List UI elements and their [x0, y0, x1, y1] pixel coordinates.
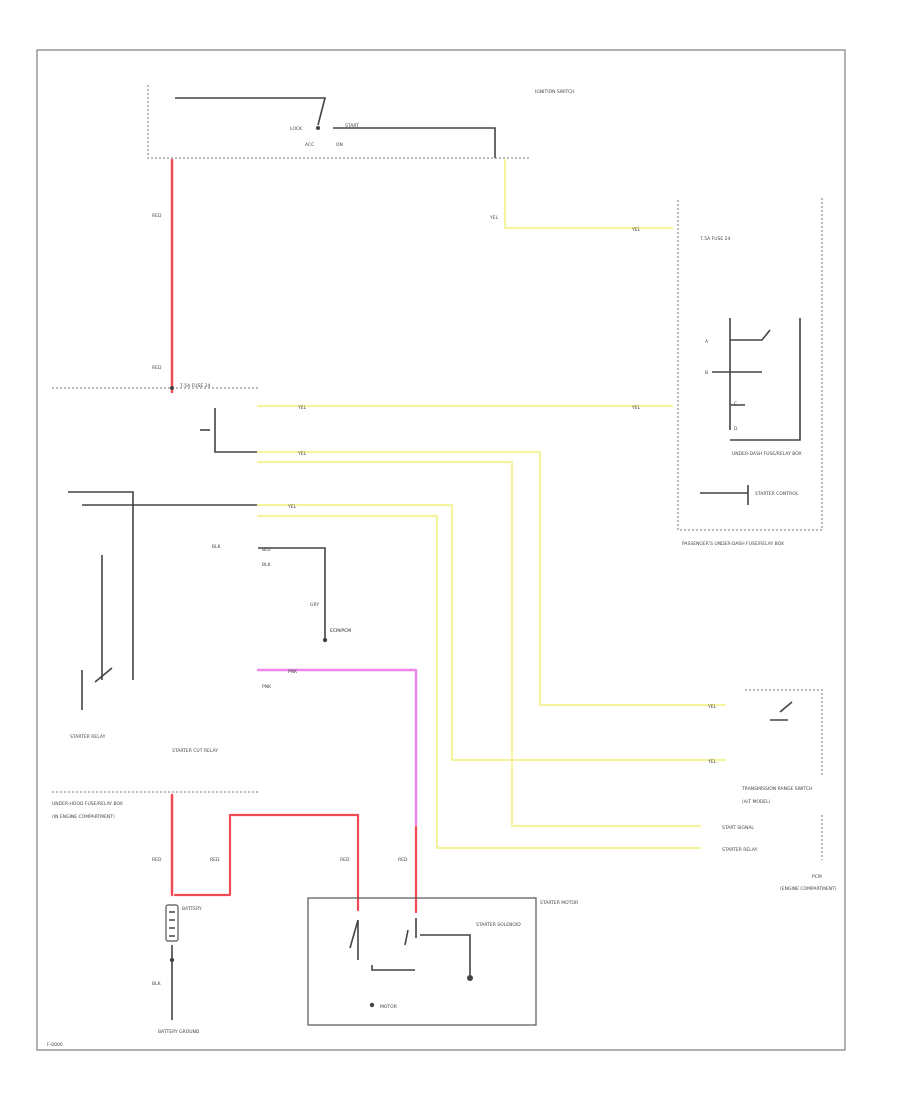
ignition-contact-lock: LOCK [290, 126, 303, 132]
starter-title: STARTER MOTOR [540, 900, 578, 906]
trans-range-boundary [745, 689, 823, 775]
wire-label-red-mid: RED [152, 365, 162, 371]
starter-internal [349, 918, 471, 975]
start-relay-title: STARTER RELAY [70, 734, 106, 740]
yellow-wire-pcm-relay [256, 514, 702, 850]
underhood-title: UNDER-HOOD FUSE/RELAY BOX [52, 801, 123, 807]
passenger-ecu-label: STARTER CONTROL [755, 491, 799, 497]
blu-wire-label-a: BLU [262, 547, 271, 553]
ignition-switch-boundary [147, 85, 530, 159]
pcm-sub: (ENGINE COMPARTMENT) [780, 886, 837, 892]
blk-wire-label-b: BLK [262, 562, 272, 568]
pcm: START SIGNAL STARTER RELAY PCM (ENGINE C… [722, 815, 837, 892]
wire-label-red-starter-a: RED [210, 857, 220, 863]
red-wire-starter-b-terminal [173, 813, 360, 912]
yellow-wire-to-trans-range [256, 450, 727, 707]
ignition-switch: LOCK ACC ON START IGNITION SWITCH [147, 85, 575, 159]
wire-label-yel-f: YEL [287, 504, 297, 510]
trans-range-title: TRANSMISSION RANGE SWITCH [741, 786, 812, 792]
wire-label-yel-g: YEL [707, 704, 717, 710]
ignition-switch-title: IGNITION SWITCH [535, 89, 575, 95]
wire-label-yel-e: YEL [297, 451, 307, 457]
ignition-switch-contact [316, 126, 320, 130]
ignition-contact-acc: ACC [305, 142, 314, 148]
black-relay-switch [81, 667, 113, 710]
trans-range-contact [770, 701, 793, 721]
diagram-frame [36, 49, 846, 1051]
starter-cut-relay-block: 7.5A FUSE 24 STARTER RELAY BLK BLU BLK G… [52, 383, 351, 820]
wire-label-yel-a: YEL [489, 215, 499, 221]
starter-ground [369, 1002, 375, 1008]
starter-box [307, 897, 537, 1026]
passenger-fusebox-boundary [677, 196, 823, 531]
starter-solenoid-label: STARTER SOLENOID [476, 922, 521, 928]
wire-label-yel-d: YEL [631, 405, 641, 411]
battery-ground-title: BATTERY GROUND [158, 1029, 200, 1035]
blk-wire-label-a: BLK [212, 544, 222, 550]
black-relay-coil-return [68, 491, 134, 680]
passenger-ecu-line [700, 485, 749, 505]
ignition-contact-on: ON [336, 142, 343, 148]
starter-motor-label: MOTOR [380, 1004, 397, 1010]
yellow-wire-start-signal [256, 460, 702, 828]
starter-cut-relay-title: STARTER CUT RELAY [172, 748, 218, 754]
wire-label-red-starter-b: RED [340, 857, 350, 863]
passenger-fusebox-sub: PASSENGER'S UNDER-DASH FUSE/RELAY BOX [682, 541, 784, 547]
yellow-wires: YEL YEL YEL YEL YEL YEL YEL YEL [256, 158, 727, 850]
battery: BATTERY BLK BATTERY GROUND [152, 904, 202, 1035]
wire-label-pnk-a: PNK [288, 669, 298, 675]
wire-label-yel-b: YEL [631, 227, 641, 233]
ecm-title: ECM/PCM [330, 628, 351, 634]
passenger-relay-title: UNDER-DASH FUSE/RELAY BOX [732, 451, 802, 457]
black-wire-ecu [258, 547, 326, 640]
transmission-range-switch: TRANSMISSION RANGE SWITCH (A/T MODEL) [741, 689, 823, 805]
passenger-pin-a: A [705, 339, 709, 345]
red-wire-junction [170, 386, 174, 390]
ecu-ground [322, 637, 328, 643]
battery-title: BATTERY [182, 906, 202, 912]
pcm-line-2: STARTER RELAY [722, 847, 758, 853]
wire-label-red-bat: RED [152, 857, 162, 863]
pink-wires: PNK PNK [256, 668, 418, 827]
wire-label-yel-c: YEL [297, 405, 307, 411]
wire-label-red-top: RED [152, 213, 162, 219]
pink-wire-ecu-to-starter [256, 668, 418, 827]
battery-plates [169, 911, 175, 937]
yellow-wire-ignition-to-fusebox [503, 158, 674, 230]
red-wires: RED RED RED RED RED RED [152, 158, 418, 914]
battery-cell [165, 904, 179, 942]
black-relay-feed [214, 408, 258, 453]
pcm-line-1: START SIGNAL [722, 825, 754, 831]
yellow-wire-trans-range-b [256, 503, 727, 762]
footer-code: F-0000 [47, 1042, 63, 1048]
wire-label-yel-h: YEL [707, 759, 717, 765]
starter-motor: STARTER SOLENOID MOTOR STARTER MOTOR [307, 897, 578, 1026]
fuse-label: 7.5A FUSE 24 [180, 383, 211, 389]
battery-ground-junction [169, 957, 175, 963]
passenger-pin-d: D [734, 426, 738, 432]
ignition-contact-start: START [345, 123, 359, 129]
ignition-switch-arm [175, 97, 327, 126]
passenger-fusebox: 7.5A FUSE 24 A B C D UNDER-DASH FUSE/REL… [677, 196, 823, 547]
wire-label-red-underhood: RED [398, 857, 408, 863]
starter-terminal [467, 975, 473, 981]
passenger-pin-b: B [705, 370, 708, 376]
underhood-sub: (IN ENGINE COMPARTMENT) [52, 814, 115, 820]
passenger-fusebox-fuse-label: 7.5A FUSE 24 [700, 236, 731, 242]
passenger-fusebox-relay [712, 318, 801, 441]
trans-range-sub: (A/T MODEL) [742, 799, 771, 805]
gry-wire-label-a: GRY [310, 602, 319, 608]
wire-label-pnk-b: PNK [262, 684, 272, 690]
passenger-pin-c: C [734, 401, 737, 407]
pcm-title: PCM [812, 874, 822, 880]
battery-ground-label: BLK [152, 981, 162, 987]
ignition-switch-start-line [333, 127, 496, 158]
